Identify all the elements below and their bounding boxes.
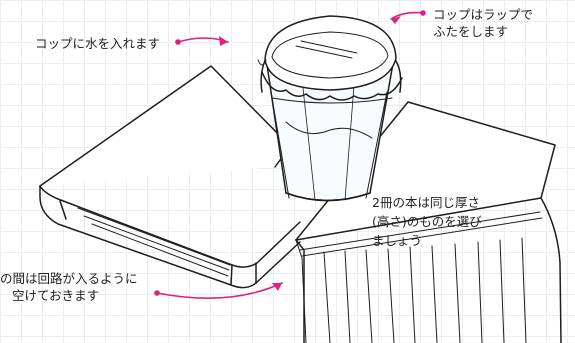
annotation-wrap-line1: コップはラップで xyxy=(433,7,534,22)
annotation-water-text: コップに水を入れます xyxy=(35,36,161,51)
annotation-wrap-line2: ふたをします xyxy=(433,24,509,39)
annotation-books: 2冊の本は同じ厚さ (高さ)のものを選び ましょう xyxy=(372,193,482,250)
pointer-wrap xyxy=(390,11,424,20)
pointer-gap xyxy=(156,282,283,299)
annotation-books-line3: ましょう xyxy=(372,233,423,248)
arrowhead-water xyxy=(219,36,228,46)
water-glass xyxy=(257,15,403,202)
annotation-wrap: コップはラップで ふたをします xyxy=(433,6,533,40)
pointer-dot-gap xyxy=(154,290,160,296)
pointer-dot-water xyxy=(175,39,181,45)
annotation-gap: の間は回路が入るように 空けておきます xyxy=(0,270,138,304)
pointer-dot-wrap xyxy=(420,10,426,16)
annotation-books-line2: (高さ)のものを選び xyxy=(372,214,482,229)
left-book xyxy=(39,65,301,289)
right-book xyxy=(295,101,562,343)
annotation-gap-line2: 空けておきます xyxy=(12,288,100,303)
annotation-gap-line1: の間は回路が入るように xyxy=(0,271,138,286)
annotation-books-line1: 2冊の本は同じ厚さ xyxy=(372,195,480,210)
annotation-water: コップに水を入れます xyxy=(35,35,160,52)
arrowhead-gap xyxy=(272,283,282,291)
arrowhead-wrap xyxy=(391,16,401,24)
